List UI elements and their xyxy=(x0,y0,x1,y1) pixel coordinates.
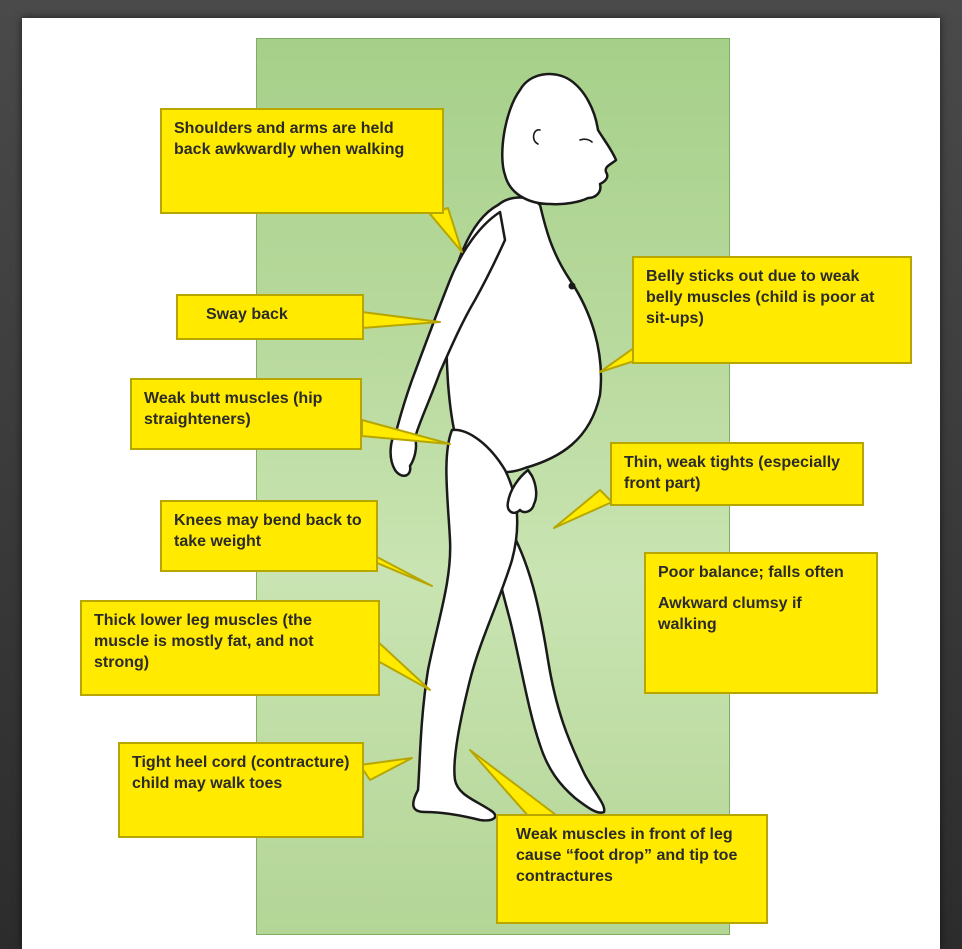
pointer-shoulders xyxy=(430,208,462,252)
callout-belly-text: Belly sticks out due to weak belly muscl… xyxy=(646,266,898,329)
front-leg xyxy=(413,430,517,821)
callout-foot-drop: Weak muscles in front of leg cause “foot… xyxy=(496,814,768,924)
callout-belly: Belly sticks out due to weak belly muscl… xyxy=(632,256,912,364)
pointer-lower-leg xyxy=(376,640,430,690)
pointer-sway xyxy=(362,312,440,328)
callout-foot-drop-text: Weak muscles in front of leg cause “foot… xyxy=(510,824,754,887)
callout-knees-text: Knees may bend back to take weight xyxy=(174,510,364,552)
torso xyxy=(447,198,601,473)
callout-sway-back-text: Sway back xyxy=(190,304,350,325)
pointer-thighs xyxy=(554,490,612,528)
callout-lower-leg: Thick lower leg muscles (the muscle is m… xyxy=(80,600,380,696)
callout-knees: Knees may bend back to take weight xyxy=(160,500,378,572)
callout-butt-muscles-text: Weak butt muscles (hip straighteners) xyxy=(144,388,348,430)
callout-balance: Poor balance; falls often Awkward clumsy… xyxy=(644,552,878,694)
callout-butt-muscles: Weak butt muscles (hip straighteners) xyxy=(130,378,362,450)
nipple-dot xyxy=(569,283,576,290)
callout-shoulders: Shoulders and arms are held back awkward… xyxy=(160,108,444,214)
callout-thighs-text: Thin, weak tights (especially front part… xyxy=(624,452,850,494)
callout-balance-text-1: Poor balance; falls often xyxy=(658,562,864,583)
callout-lower-leg-text: Thick lower leg muscles (the muscle is m… xyxy=(94,610,366,673)
hand xyxy=(508,470,536,513)
callout-sway-back: Sway back xyxy=(176,294,364,340)
callout-thighs: Thin, weak tights (especially front part… xyxy=(610,442,864,506)
callout-heel-cord: Tight heel cord (contracture) child may … xyxy=(118,742,364,838)
head xyxy=(502,74,616,204)
pointer-heel xyxy=(360,758,412,780)
callout-shoulders-text: Shoulders and arms are held back awkward… xyxy=(174,118,430,160)
callout-balance-text-2: Awkward clumsy if walking xyxy=(658,593,864,635)
callout-heel-cord-text: Tight heel cord (contracture) child may … xyxy=(132,752,350,794)
